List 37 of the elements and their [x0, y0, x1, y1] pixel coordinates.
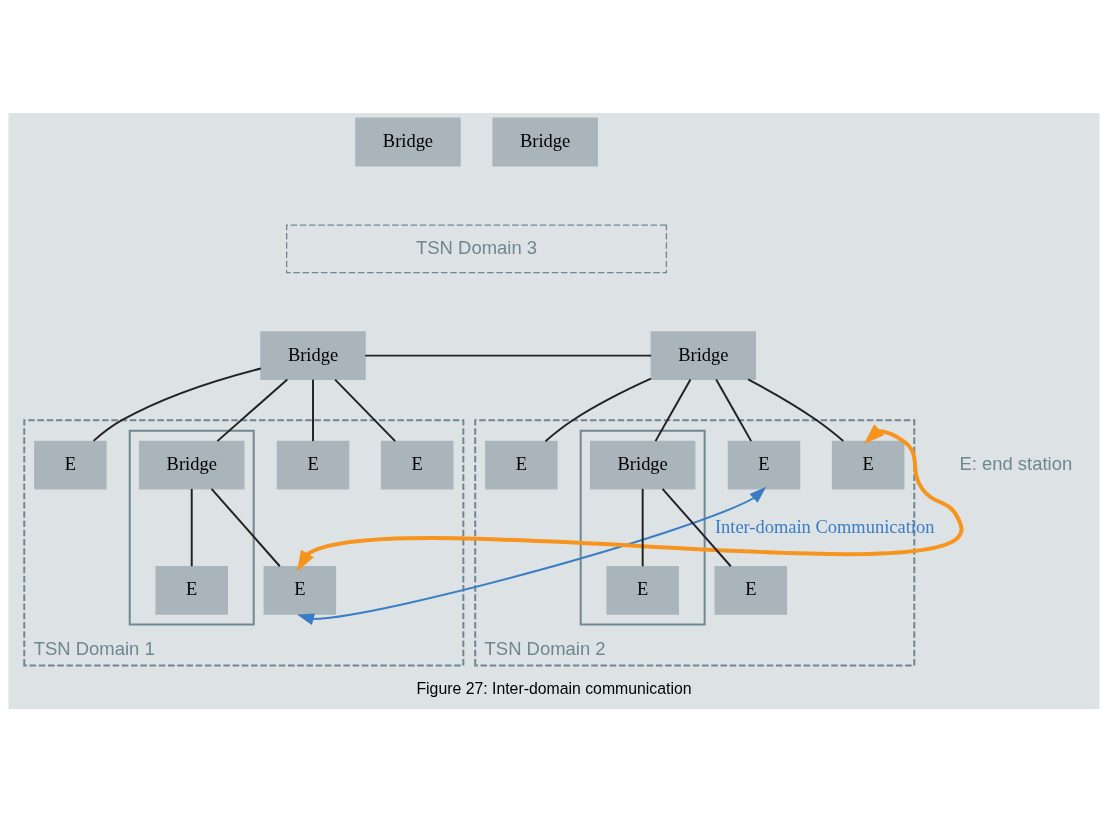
label: E: end station: [959, 452, 1073, 474]
connector: [190, 487, 193, 567]
node-box: E: [34, 440, 107, 489]
node-box: E: [485, 440, 558, 489]
connector: [641, 487, 644, 567]
connector: [544, 377, 652, 442]
connector: [364, 354, 653, 357]
edge-label: Inter-domain Communication: [714, 516, 935, 537]
caption: Figure 27: Inter-domain communication: [416, 679, 692, 697]
node-box: E: [263, 565, 337, 615]
cluster: [128, 429, 255, 626]
node-box: Bridge: [355, 117, 461, 166]
connector: [654, 378, 692, 442]
node-box: E: [276, 440, 350, 489]
node-box: Bridge: [492, 117, 598, 166]
arrow: [296, 486, 767, 625]
node-box: E: [714, 565, 788, 615]
connector: [747, 377, 845, 442]
node-box: Bridge: [589, 440, 696, 489]
connector: [210, 487, 281, 567]
node-box: Bridge: [650, 330, 757, 380]
node-box: E: [380, 440, 454, 489]
connector: [334, 378, 397, 442]
cluster: [579, 429, 706, 626]
arrow: [296, 423, 963, 572]
connector: [661, 487, 732, 567]
node-box: Bridge: [260, 330, 366, 380]
node-box: E: [606, 565, 679, 615]
node-box: E: [727, 440, 801, 489]
connector: [216, 378, 289, 442]
node-box: TSN Domain 3: [286, 223, 668, 273]
node-box: E: [831, 440, 905, 489]
connector: [715, 378, 753, 442]
connector: [312, 378, 314, 442]
node-box: Bridge: [138, 440, 245, 489]
connector: [92, 366, 262, 442]
node-box: E: [155, 565, 228, 615]
